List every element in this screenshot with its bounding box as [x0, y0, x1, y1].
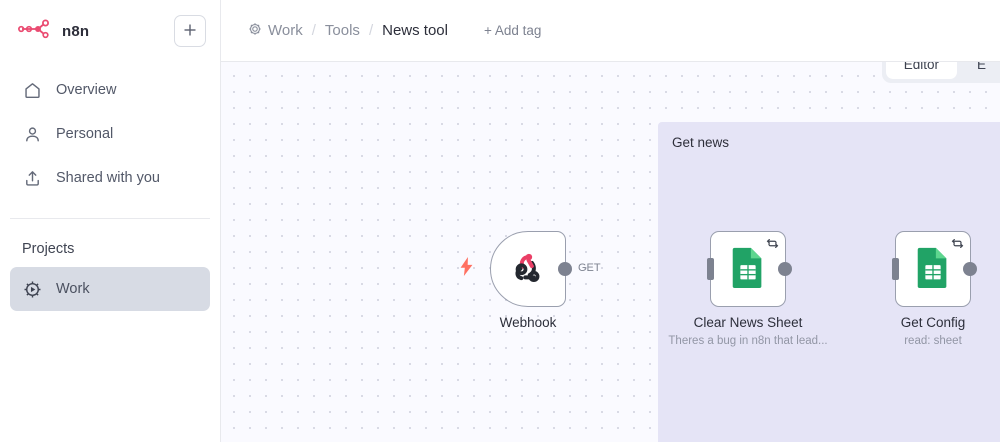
output-port[interactable]	[558, 262, 572, 276]
tab-executions[interactable]: E	[976, 62, 986, 72]
tab-editor[interactable]: Editor	[885, 62, 957, 79]
google-sheets-icon	[731, 246, 765, 293]
node-title: Webhook	[499, 315, 557, 330]
sidebar-projects-title: Projects	[22, 241, 75, 257]
sidebar-item-personal[interactable]: Personal	[10, 112, 210, 156]
breadcrumb: Work / Tools / News tool	[248, 22, 448, 40]
lightning-bolt-icon	[459, 257, 474, 281]
output-port[interactable]	[778, 262, 792, 276]
sidebar-nav: Overview Personal	[0, 62, 220, 219]
edge-label-get: GET	[578, 262, 601, 274]
breadcrumb-item-news-tool: News tool	[382, 22, 448, 39]
brand[interactable]: n8n	[18, 19, 89, 44]
node-title: Clear News Sheet	[693, 315, 803, 330]
plus-icon	[183, 23, 197, 40]
retry-loop-icon	[951, 237, 964, 255]
sidebar-item-shared-with-you[interactable]: Shared with you	[10, 156, 210, 200]
breadcrumb-separator: /	[311, 22, 316, 39]
node-body[interactable]	[707, 231, 792, 307]
sidebar: n8n Overview	[0, 0, 221, 442]
breadcrumb-item-work[interactable]: Work	[248, 22, 303, 40]
node-body[interactable]	[892, 231, 977, 307]
group-title: Get news	[672, 135, 730, 150]
sidebar-item-label: Personal	[56, 126, 114, 142]
node-webhook[interactable]: Webhook	[460, 231, 572, 330]
person-icon	[22, 125, 42, 144]
node-subtitle: read: sheet	[904, 335, 962, 347]
retry-loop-icon	[766, 237, 779, 255]
connection-edges	[221, 62, 521, 212]
node-title: Get Config	[900, 315, 966, 330]
node-clear-news-sheet[interactable]: Clear News Sheet Theres a bug in n8n tha…	[668, 231, 828, 347]
sidebar-divider	[10, 218, 210, 219]
sidebar-item-overview[interactable]: Overview	[10, 68, 210, 112]
gear-play-icon	[22, 280, 42, 299]
output-port[interactable]	[963, 262, 977, 276]
node-body[interactable]	[460, 231, 572, 307]
sidebar-item-label: Work	[56, 281, 90, 297]
workflow-canvas[interactable]: Editor E Get news	[221, 62, 1000, 442]
add-tag-button[interactable]: + Add tag	[483, 23, 542, 38]
google-sheets-icon	[916, 246, 950, 293]
sidebar-item-label: Overview	[56, 82, 117, 98]
share-upload-icon	[22, 169, 42, 188]
sidebar-header: n8n	[0, 0, 220, 62]
sidebar-item-label: Shared with you	[56, 170, 160, 186]
node-get-config[interactable]: Get Config read: sheet	[892, 231, 977, 347]
sidebar-item-work[interactable]: Work	[10, 267, 210, 311]
main-area: Work / Tools / News tool + Add tag Edito…	[221, 0, 1000, 442]
webhook-icon	[510, 249, 546, 290]
home-icon	[22, 81, 42, 100]
n8n-logo-icon	[18, 19, 54, 44]
input-port[interactable]	[707, 258, 714, 280]
breadcrumb-label: Work	[268, 22, 303, 39]
breadcrumb-separator: /	[368, 22, 374, 39]
breadcrumb-item-tools[interactable]: Tools	[324, 22, 360, 39]
input-port[interactable]	[892, 258, 899, 280]
gear-icon	[248, 22, 262, 40]
node-subtitle: Theres a bug in n8n that lead...	[668, 335, 828, 347]
add-workflow-button[interactable]	[174, 15, 206, 47]
editor-tabs: Editor E	[881, 62, 1000, 83]
top-bar: Work / Tools / News tool + Add tag	[221, 0, 1000, 62]
brand-name: n8n	[62, 22, 90, 40]
